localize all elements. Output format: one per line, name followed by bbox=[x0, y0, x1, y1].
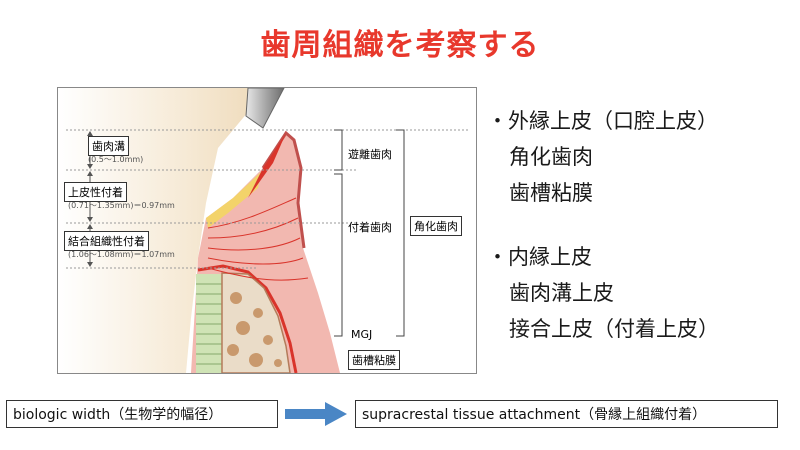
label-epithelial-attachment: 上皮性付着 bbox=[64, 182, 127, 202]
outer-epithelium-heading: ・外縁上皮（口腔上皮） bbox=[487, 109, 718, 133]
slide-title: 歯周組織を考察する bbox=[260, 28, 540, 63]
label-free-gingiva: 遊離歯肉 bbox=[348, 148, 392, 161]
label-mgj: MGJ bbox=[351, 328, 373, 341]
label-alveolar-mucosa: 歯槽粘膜 bbox=[348, 350, 400, 370]
zone-brackets bbox=[334, 129, 405, 337]
inner-item: 接合上皮（付着上皮） bbox=[509, 317, 719, 341]
outer-item: 角化歯肉 bbox=[509, 145, 593, 169]
outer-item: 歯槽粘膜 bbox=[509, 181, 593, 205]
periodontal-ligament bbox=[197, 264, 298, 373]
guide-lines bbox=[66, 129, 468, 269]
label-attached-gingiva: 付着歯肉 bbox=[348, 221, 392, 234]
label-connective-attachment: 結合組織性付着 bbox=[64, 231, 149, 251]
right-arrow-icon bbox=[285, 402, 347, 426]
gingival-fibers bbox=[207, 197, 309, 281]
new-term-box: supracrestal tissue attachment（骨縁上組織付着） bbox=[355, 400, 778, 428]
tooth bbox=[58, 88, 268, 373]
periodontal-diagram-svg bbox=[58, 88, 468, 373]
periodontal-probe bbox=[245, 88, 285, 129]
old-term-box: biologic width（生物学的幅径） bbox=[6, 400, 278, 428]
label-connective-range: (1.06～1.08mm)＝1.07mm bbox=[68, 250, 175, 259]
label-sulcus-range: (0.5～1.0mm) bbox=[88, 155, 144, 164]
inner-item: 歯肉溝上皮 bbox=[509, 281, 614, 305]
label-sulcus: 歯肉溝 bbox=[88, 136, 129, 156]
inner-epithelium-heading: ・内縁上皮 bbox=[487, 245, 592, 269]
label-keratinized-gingiva: 角化歯肉 bbox=[410, 216, 462, 236]
label-epithelial-range: (0.71～1.35mm)＝0.97mm bbox=[68, 201, 175, 210]
sulcular-epithelium bbox=[206, 172, 261, 228]
junctional-epithelium bbox=[248, 133, 286, 198]
gingiva-margin bbox=[261, 130, 306, 249]
periodontal-diagram: 歯肉溝 (0.5～1.0mm) 上皮性付着 (0.71～1.35mm)＝0.97… bbox=[57, 87, 477, 374]
bullet-list: ・外縁上皮（口腔上皮） 角化歯肉 歯槽粘膜 ・内縁上皮 歯肉溝上皮 接合上皮（付… bbox=[487, 103, 787, 347]
